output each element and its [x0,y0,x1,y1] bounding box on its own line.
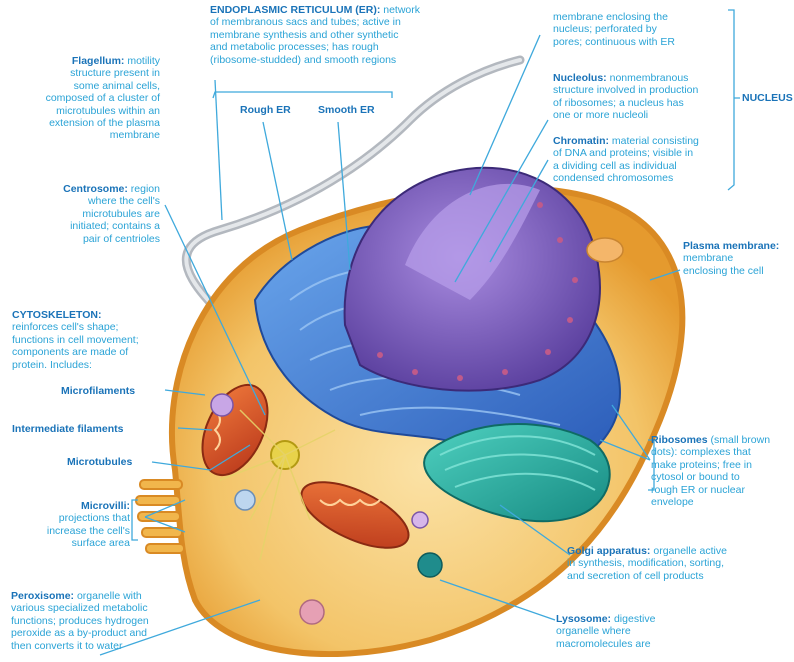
flagellum-label-line: structure present in [70,67,160,79]
centrosome-label-title: Centrosome: [63,183,128,195]
cytoskeleton-label-title: CYTOSKELETON: [12,309,101,321]
flagellum-label-line: extension of the plasma [49,117,160,129]
golgi-label: Golgi apparatus: organelle active in syn… [567,545,792,582]
ribosomes-label-title: Ribosomes [651,434,708,446]
flagellum-label-line: composed of a cluster of [46,92,160,104]
chromatin-label-line: material consisting [612,135,699,147]
chromatin-label: Chromatin: material consisting of DNA an… [553,135,733,185]
nucleolus-label-title: Nucleolus: [553,72,607,84]
flagellum-label-line: some animal cells, [74,80,160,92]
nucleus-label: NUCLEUS [742,92,793,104]
nuclear-envelope-label-line: pores; continuous with ER [553,36,675,48]
nucleolus-label-line: one or more nucleoli [553,109,648,121]
golgi-label-line: in synthesis, modification, sorting, [567,557,724,569]
microvilli-label-line: projections that [59,512,130,524]
microvilli-label-line: increase the cell's [47,525,130,537]
chromatin-label-line: of DNA and proteins; visible in [553,147,693,159]
centrosome-label: Centrosome: region where the cell's micr… [20,183,160,245]
nucleolus-label-line: of ribosomes; a nucleus has [553,97,684,109]
lysosome-label-line: organelle where [556,625,631,637]
plasma-membrane-label-title: Plasma membrane: [683,240,779,252]
lysosome-label-title: Lysosome: [556,613,611,625]
centrosome-label-line: microtubules are [82,208,160,220]
nucleolus-label: Nucleolus: nonmembranous structure invol… [553,72,733,122]
cytoskeleton-label-line: reinforces cell's shape; [12,321,118,333]
intermediate-filaments-label: Intermediate filaments [12,423,123,435]
peroxisome-label-title: Peroxisome: [11,590,74,602]
nuclear-envelope-label: membrane enclosing the nucleus; perforat… [553,11,728,48]
lysosome-label-line: digestive [614,613,655,625]
plasma-membrane-label-line: membrane [683,252,733,264]
flagellum-label-line: motility [127,55,160,67]
smooth-er-label: Smooth ER [318,104,375,116]
flagellum-label-line: membrane [110,129,160,141]
er-label-line: network [383,4,420,16]
microtubules-label: Microtubules [67,456,132,468]
ribosomes-label-line: cytosol or bound to [651,471,740,483]
peroxisome-label: Peroxisome: organelle with various speci… [11,590,216,652]
golgi-label-line: and secretion of cell products [567,570,704,582]
flagellum-label: Flagellum: motility structure present in… [20,55,160,142]
peroxisome-label-line: then converts it to water [11,640,122,652]
rough-er-label: Rough ER [240,104,291,116]
ribosomes-label-line: dots): complexes that [651,446,751,458]
microfilaments-label: Microfilaments [61,385,135,397]
nucleolus-label-line: nonmembranous [610,72,689,84]
cytoskeleton-label: CYTOSKELETON: reinforces cell's shape; f… [12,309,177,371]
microvilli-label: Microvilli: projections that increase th… [20,500,130,550]
ribosomes-label-line: make proteins; free in [651,459,752,471]
flagellum-label-title: Flagellum: [72,55,125,67]
cytoskeleton-label-line: components are made of [12,346,128,358]
plasma-membrane-label: Plasma membrane: membrane enclosing the … [683,240,793,277]
cytoskeleton-label-line: protein. Includes: [12,359,92,371]
peroxisome-label-line: functions; produces hydrogen [11,615,149,627]
ribosomes-label: Ribosomes (small brown dots): complexes … [651,434,794,508]
nuclear-envelope-label-line: nucleus; perforated by [553,23,657,35]
er-label-line: of membranous sacs and tubes; active in [210,16,401,28]
centrosome-label-line: where the cell's [88,195,160,207]
ribosomes-label-line: envelope [651,496,694,508]
peroxisome-label-line: various specialized metabolic [11,602,148,614]
peroxisome-label-line: peroxide as a by-product and [11,627,147,639]
er-label-line: membrane synthesis and other synthetic [210,29,399,41]
microvilli-label-line: surface area [72,537,130,549]
nuclear-envelope-label-line: membrane enclosing the [553,11,668,23]
chromatin-label-line: condensed chromosomes [553,172,673,184]
microvilli-label-title: Microvilli: [81,500,130,512]
golgi-label-line: organelle active [653,545,727,557]
microvilli-brace [132,500,138,540]
cytoskeleton-label-line: functions in cell movement; [12,334,139,346]
plasma-membrane-label-line: enclosing the cell [683,265,764,277]
nucleolus-label-line: structure involved in production [553,84,698,96]
centrosome-label-line: pair of centrioles [83,233,160,245]
lysosome-label-line: macromolecules are [556,638,651,650]
ribosomes-label-line: rough ER or nuclear [651,484,745,496]
er-label-line: (ribosome-studded) and smooth regions [210,54,396,66]
er-label-title: ENDOPLASMIC RETICULUM (ER): [210,4,380,16]
chromatin-label-line: a dividing cell as individual [553,160,677,172]
peroxisome-label-line: organelle with [77,590,142,602]
lysosome-label: Lysosome: digestive organelle where macr… [556,613,686,650]
centrosome-label-line: initiated; contains a [70,220,160,232]
centrosome-label-line: region [131,183,160,195]
golgi-label-title: Golgi apparatus: [567,545,650,557]
er-label-line: and metabolic processes; has rough [210,41,379,53]
flagellum-label-line: microtubules within an [56,105,160,117]
chromatin-label-title: Chromatin: [553,135,609,147]
ribosomes-label-line: (small brown [711,434,771,446]
er-label: ENDOPLASMIC RETICULUM (ER): network of m… [210,4,480,66]
